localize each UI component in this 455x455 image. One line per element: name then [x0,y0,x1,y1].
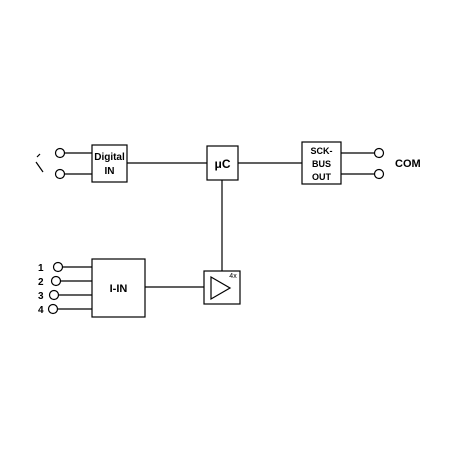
microcontroller-block: μC [206,145,239,181]
input-terminal-4 [47,303,59,315]
digital-terminal-bottom [54,168,66,180]
input-label-1: 1 [38,263,44,274]
switch-tick-top [36,153,41,158]
input-terminal-2 [50,275,62,287]
input-label-4: 4 [38,305,44,316]
sck-bus-label-line1: SCK- [311,146,333,156]
digital-in-label-line2: IN [105,166,115,177]
input-terminal-1 [52,261,64,273]
current-in-block: I-IN [91,258,146,318]
current-input-terminals: 1 2 3 4 [38,261,92,316]
digital-terminal-top [54,147,66,159]
digital-in-label-line1: Digital [94,152,125,163]
current-in-label: I-IN [110,283,128,295]
com-terminal-top [373,147,385,159]
sck-bus-label-line3: OUT [312,172,332,182]
amplifier-triangle-icon [210,275,232,301]
input-label-2: 2 [38,277,44,288]
digital-in-block: Digital IN [91,144,128,183]
sck-bus-out-block: SCK- BUS OUT [301,141,342,185]
microcontroller-label: μC [214,157,230,171]
amplifier-gain-label: 4x [229,273,237,280]
sck-bus-label-line2: BUS [312,159,331,169]
com-terminal-bottom [373,168,385,180]
switch-lever [35,161,44,173]
com-label: COM [395,158,421,170]
input-terminal-3 [48,289,60,301]
switch-contact-symbol [35,153,44,173]
amplifier-block: 4x [203,270,241,305]
input-label-3: 3 [38,291,44,302]
